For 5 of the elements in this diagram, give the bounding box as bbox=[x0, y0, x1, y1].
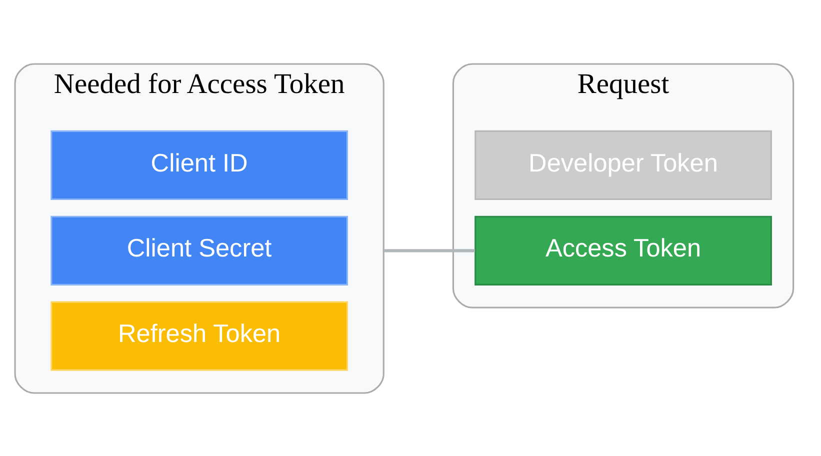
node-box: Client Secret bbox=[50, 215, 348, 285]
node-box: Refresh Token bbox=[50, 300, 348, 370]
node-box: Access Token bbox=[474, 215, 772, 285]
connector bbox=[384, 248, 475, 252]
node-box: Client ID bbox=[50, 130, 348, 200]
